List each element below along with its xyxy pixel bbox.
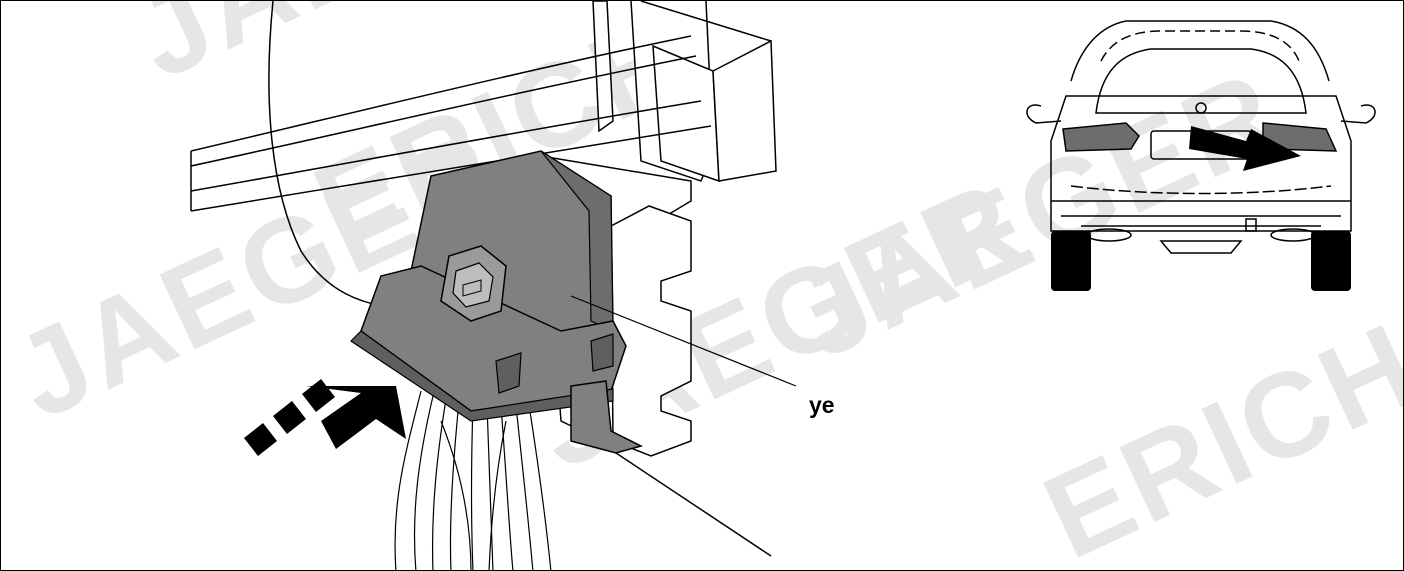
connector-lip [350,330,614,422]
arrow-icon [1189,126,1301,171]
wiring-harness-bottom [394,390,552,570]
vehicle-wheels [1051,231,1351,291]
vehicle-rear-view [1026,20,1376,254]
callout-leader-line [570,295,797,387]
watermark-text: ERICH [1025,297,1404,571]
vehicle-taillights [1062,122,1338,152]
connector-housing [350,150,644,454]
wiring-harness-top [190,35,712,212]
latch-clip [570,380,644,454]
callout-label-ye: ye [809,392,835,418]
dashed-arrow-icon [244,379,406,456]
body-panel-outline [268,1,407,310]
mounting-bracket [592,1,777,183]
